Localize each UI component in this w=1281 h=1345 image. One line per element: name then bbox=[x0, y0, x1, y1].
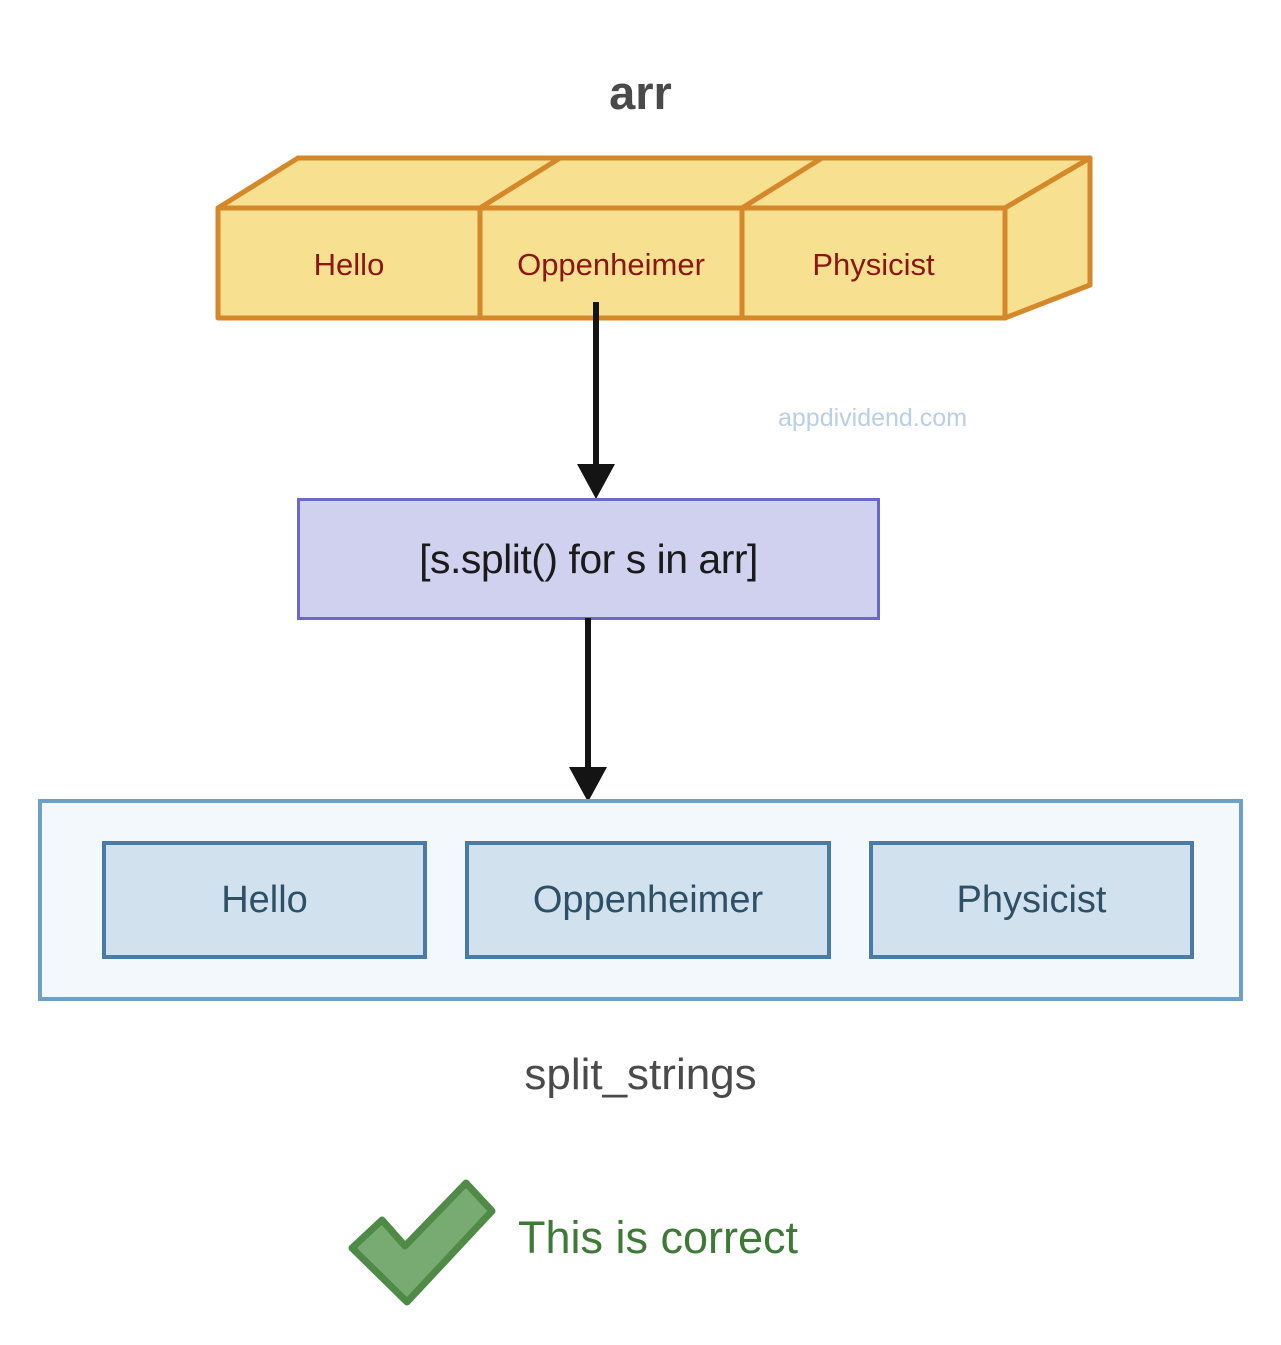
array-top-divider bbox=[478, 155, 562, 211]
verdict-text: This is correct bbox=[518, 1212, 799, 1263]
arrow-operation-to-result bbox=[569, 618, 607, 802]
result-item-list: Hello Oppenheimer Physicist bbox=[42, 841, 1194, 959]
array-cell-label: Physicist bbox=[812, 247, 935, 282]
operation-box: [s.split() for s in arr] bbox=[297, 498, 880, 620]
checkmark-icon bbox=[348, 1179, 496, 1305]
verdict-row: This is correct bbox=[330, 1175, 950, 1315]
result-item: Physicist bbox=[869, 841, 1194, 959]
page-title: arr bbox=[609, 66, 672, 119]
array-cell-label: Hello bbox=[313, 247, 385, 282]
result-container: Hello Oppenheimer Physicist bbox=[38, 799, 1243, 1001]
array-cell-label: Oppenheimer bbox=[517, 247, 705, 282]
watermark: appdividend.com bbox=[778, 404, 968, 432]
result-item: Hello bbox=[102, 841, 427, 959]
source-array-3d-box bbox=[215, 155, 1093, 321]
array-front-face bbox=[215, 205, 1008, 321]
array-top-divider bbox=[740, 155, 824, 211]
array-top-face bbox=[215, 155, 1093, 211]
result-item: Oppenheimer bbox=[465, 841, 831, 959]
arrow-array-to-operation bbox=[577, 302, 615, 499]
operation-label: [s.split() for s in arr] bbox=[419, 535, 758, 582]
result-title: split_strings bbox=[524, 1050, 757, 1099]
